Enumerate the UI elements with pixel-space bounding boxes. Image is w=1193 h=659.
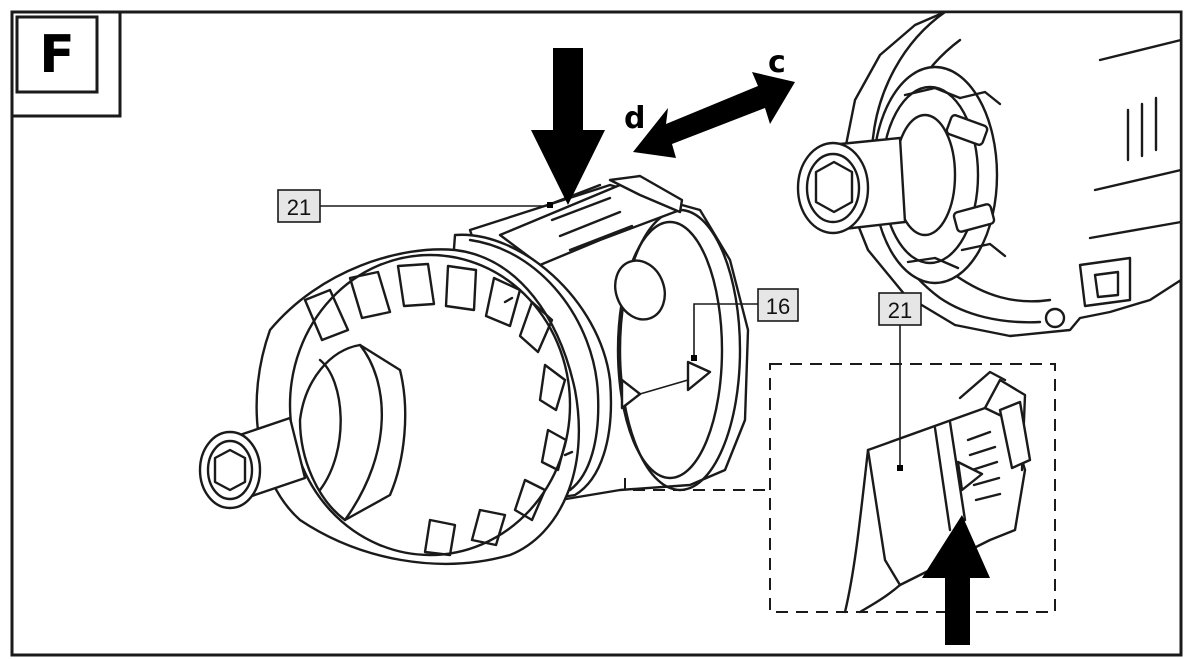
figure-label: F <box>39 25 75 85</box>
detail-inset <box>624 363 1056 614</box>
callout-21-detail-text: 21 <box>888 298 912 323</box>
figure-frame <box>10 10 1183 657</box>
callout-21-detail: 21 <box>878 292 922 471</box>
direction-arrow-cd <box>633 72 795 158</box>
figure-label-box <box>15 15 99 94</box>
chuck-attachment <box>198 174 750 566</box>
direction-label-d: d <box>624 101 645 136</box>
tool-body <box>796 10 1183 338</box>
push-arrow-top <box>531 48 605 205</box>
direction-label-c: c <box>768 45 786 80</box>
callout-16-text: 16 <box>766 294 790 319</box>
push-arrow-bottom <box>922 515 990 645</box>
callout-21-main-text: 21 <box>287 195 311 220</box>
callout-21-main: 21 <box>277 189 553 223</box>
figure-label-frame <box>12 12 122 118</box>
callout-16: 16 <box>691 288 799 361</box>
